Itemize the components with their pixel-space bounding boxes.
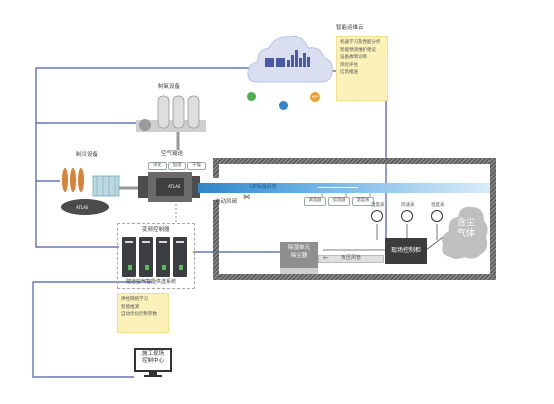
cloud-title: 智能运维云 [336,25,364,31]
negative-pressure-pipe [318,255,384,263]
dust-remover-line-1: 除湿单元 [287,245,311,251]
controller-feature: 神经网络学习 [121,297,148,302]
air-unit-tabs: 净化 加湿 干燥 [148,162,207,170]
dust-line-1: 含尘 [456,218,475,228]
oxygen-title: 制氧设备 [158,84,181,90]
dust-line-2: 气体 [456,229,475,239]
cloud-item: 信息推送 [340,70,358,75]
tunnel-left-upper [213,158,219,178]
app-icon[interactable]: APP [310,92,320,102]
arrow-left-icon: ← [323,254,329,262]
app-label: APP [311,95,319,99]
link-icon[interactable] [279,101,288,110]
monitor-line-1: 施工现场 [141,351,164,357]
field-control-label: 现场控制柜 [390,247,421,254]
cloud-items-box: 机器学习及性能分析 智能预测维护建议 设备故障诊断 风险评估 信息推送 [336,36,388,101]
negative-pressure-label: 负压风管 [341,255,362,261]
valve-label: 电动风阀 [215,199,238,205]
cloud-item: 风险评估 [340,62,358,68]
cloud-item: 智能预测维护建议 [340,47,376,53]
gauge-icon [431,210,443,222]
controller-cabinet-1[interactable] [122,237,136,277]
cooling-brand: ATLAS [76,205,89,210]
air-tab-humidify: 加湿 [167,162,187,170]
tunnel-top-wall [213,158,496,164]
monitor-base [144,375,162,377]
sensor-label-2: 风速表 [401,203,415,208]
outlet-3: 温度表 [352,197,374,206]
dust-cloud-text: 含尘 气体 [451,218,481,240]
controller-cabinet-4[interactable] [173,237,187,277]
monitor-icon[interactable] [134,348,172,372]
controller-feature: 自动优化控制参数 [121,312,157,317]
monitor-text: 施工现场 控制中心 [136,351,170,365]
outlet-1: 调温器 [304,197,326,206]
pipe-label: UP保温风管 [250,184,277,190]
controller-title: 变频控制器 [142,227,170,233]
tunnel-right-wall [490,158,496,280]
controller-cabinet-2[interactable] [139,237,153,277]
outlet-2: 加湿器 [328,197,350,206]
tunnel-left-lower [213,200,219,280]
air-unit-brand: ATLAS [168,184,181,189]
monitor-line-2: 控制中心 [141,358,164,364]
air-tab-dry: 干燥 [187,162,207,170]
oxygen-equipment-icon [136,95,206,132]
wechat-icon[interactable] [247,92,256,101]
sensor-label-1: 湿度表 [371,203,385,208]
cloud-shape [247,36,333,83]
field-control-cabinet[interactable]: 现场控制柜 [385,238,427,264]
air-pipe [198,183,490,193]
cloud-item: 设备故障诊断 [340,55,367,60]
gauge-icon [371,210,383,222]
air-flow-arrow [318,187,358,188]
cloud-item: 机器学习及性能分析 [340,40,381,45]
dust-remover-base [280,268,318,274]
cooling-equipment-icon [61,168,120,215]
controller-cabinet-3[interactable] [156,237,170,277]
controller-panel [117,223,195,289]
monitor-stand [149,372,157,375]
gauge-icon [401,210,413,222]
controller-subtitle: 隧道空气智能供送系统 [126,279,177,285]
air-supply-unit-icon [138,172,200,202]
tunnel-bottom-wall [213,274,496,280]
air-tab-purify: 净化 [148,162,167,170]
air-unit-title: 空气输送 [161,151,184,157]
controller-features-box: 神经网络学习 智能推演 自动优化控制参数 [117,293,169,333]
dust-remover-line-3: 除尘器 [290,253,308,259]
sensor-label-3: 温度表 [431,203,445,208]
valve-icon: ⋈ [243,193,250,201]
controller-feature: 智能推演 [121,304,139,310]
cooling-title: 制冷设备 [76,152,99,158]
dust-cloud [442,206,488,259]
dust-remover-box[interactable]: 除湿单元 除尘器 [280,242,318,272]
